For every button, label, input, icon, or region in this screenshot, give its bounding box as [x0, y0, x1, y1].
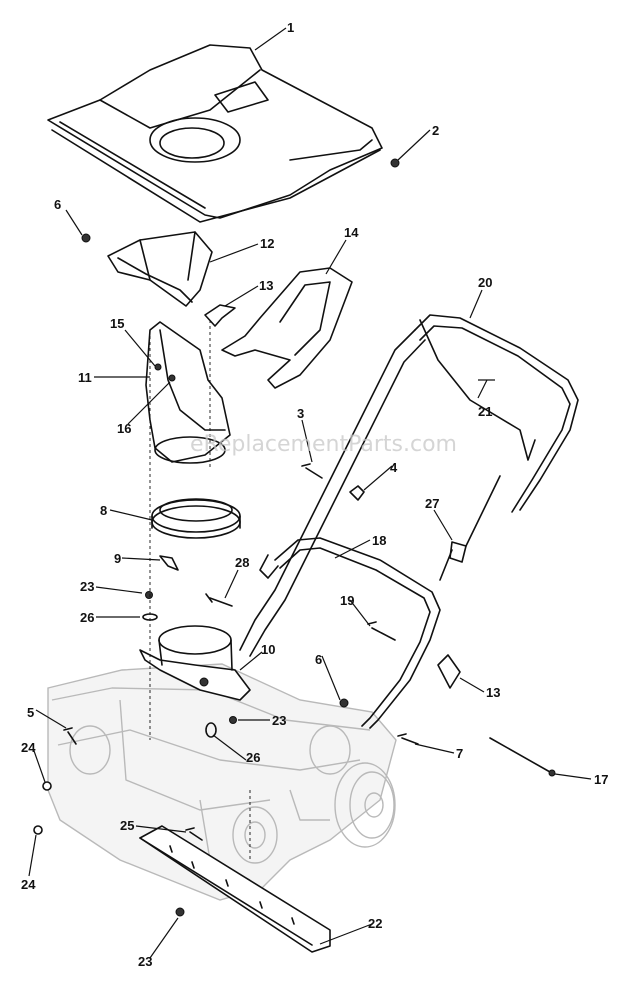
bolt-part-25 [185, 827, 203, 841]
bolt-part-3 [301, 463, 323, 479]
callout-26-b: 26 [246, 750, 260, 765]
callout-1: 1 [287, 20, 294, 35]
chute-deflector-part [221, 267, 353, 389]
leader-lines [28, 27, 592, 959]
lower-handle-part [259, 537, 441, 729]
callout-3: 3 [297, 406, 304, 421]
callout-25: 25 [120, 818, 134, 833]
callout-24-a: 24 [21, 740, 36, 755]
callout-24-b: 24 [21, 877, 36, 892]
knob-part-4 [349, 485, 365, 501]
callout-22: 22 [368, 916, 382, 931]
callout-20: 20 [478, 275, 492, 290]
nut-part-6-top [81, 233, 91, 243]
handle-knob-part-13-right [437, 654, 461, 689]
callout-5: 5 [27, 705, 34, 720]
shroud-top-part [47, 44, 383, 223]
callout-23-c: 23 [138, 954, 152, 969]
callout-23-a: 23 [80, 579, 94, 594]
nut-part-23-c [175, 907, 185, 917]
lower-chute-part [145, 321, 231, 464]
wheel-ghost [334, 762, 396, 848]
bolt-part-28 [205, 593, 233, 607]
callout-28: 28 [235, 555, 249, 570]
callout-2: 2 [432, 123, 439, 138]
scraper-bar-part [139, 825, 331, 953]
callout-6-top: 6 [54, 197, 61, 212]
bolt-part-5 [63, 727, 77, 745]
chute-base-part [139, 625, 251, 701]
callout-11: 11 [78, 370, 92, 385]
nut-part-2 [390, 158, 400, 168]
clip-part-9 [159, 555, 179, 571]
upper-chute-part [107, 231, 213, 307]
nut-part-23-b [229, 716, 237, 724]
chute-knob-part-13-top [204, 304, 236, 327]
bolt-part-7 [397, 733, 419, 745]
bolt-part-19 [367, 621, 396, 641]
callout-13-right: 13 [486, 685, 500, 700]
watermark: eReplacementParts.com [190, 432, 457, 457]
callout-18: 18 [372, 533, 386, 548]
callout-labels: 1 2 6 12 14 13 20 15 11 21 16 3 4 27 8 1… [21, 20, 608, 969]
callout-27: 27 [425, 496, 439, 511]
callout-21: 21 [478, 404, 492, 419]
callout-4: 4 [390, 460, 398, 475]
washer-part-26-b [205, 722, 217, 738]
callout-23-b: 23 [272, 713, 286, 728]
callout-14: 14 [344, 225, 359, 240]
callout-26-a: 26 [80, 610, 94, 625]
callout-12: 12 [260, 236, 274, 251]
chute-ring-part [151, 498, 241, 539]
switch-part-27 [439, 475, 501, 581]
callout-6-right: 6 [315, 652, 322, 667]
callout-10: 10 [261, 642, 275, 657]
callout-16: 16 [117, 421, 131, 436]
rod-part-17 [489, 737, 551, 773]
callout-13-top: 13 [259, 278, 273, 293]
nut-part-23-a [145, 591, 153, 599]
auger-housing-ghost [47, 663, 397, 901]
callout-19: 19 [340, 593, 354, 608]
rivet-part-24-a [42, 781, 52, 791]
callout-17: 17 [594, 772, 608, 787]
nut-part-6-right [339, 698, 349, 708]
callout-9: 9 [114, 551, 121, 566]
callout-8: 8 [100, 503, 107, 518]
assembly-guides [149, 320, 251, 860]
callout-15: 15 [110, 316, 124, 331]
callout-7: 7 [456, 746, 463, 761]
rivet-part-24-b [33, 825, 43, 835]
